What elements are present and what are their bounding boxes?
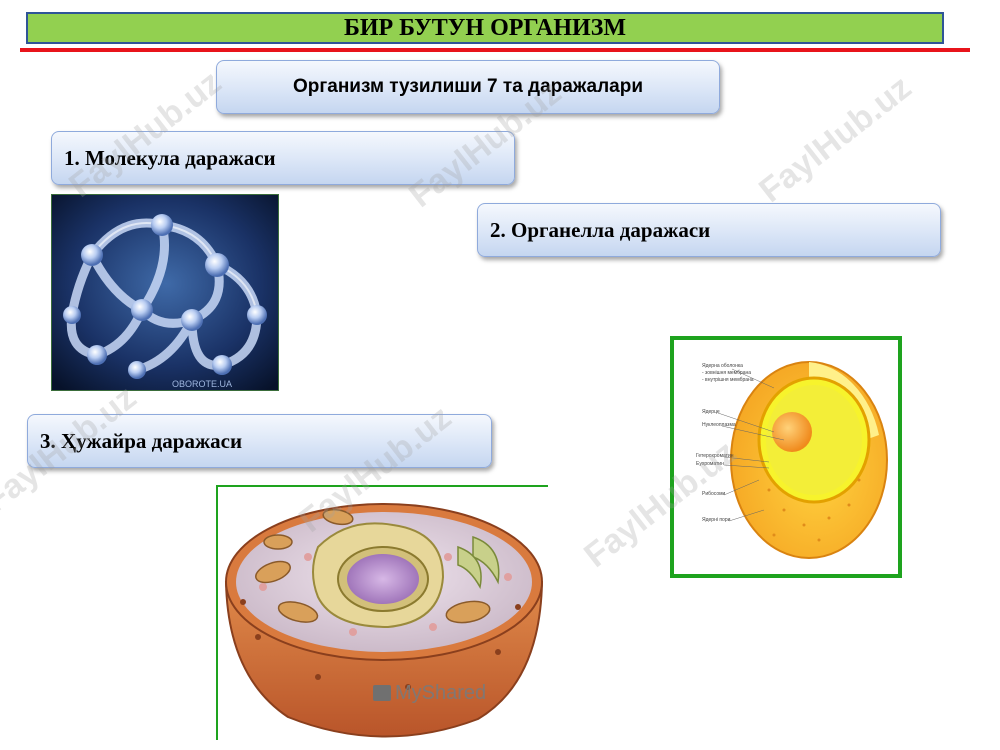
level-1-box: 1. Молекула даражаси xyxy=(51,131,515,185)
level-1-label: 1. Молекула даражаси xyxy=(64,145,276,170)
label-ribosomes: Рибосоми xyxy=(702,491,726,497)
myshared-logo: MyShared xyxy=(373,682,486,704)
level-2-label: 2. Органелла даражаси xyxy=(490,217,711,242)
myshared-watermark: MyShared xyxy=(395,682,486,704)
molecule-image: OBOROTE.UA xyxy=(51,194,279,391)
label-euchromatin: Еухроматин xyxy=(696,461,724,467)
cell-3d-illustration: MyShared xyxy=(216,485,548,740)
label-outer-membrane: - зовнішня мембрана xyxy=(702,370,751,376)
subtitle-text: Организм тузилиши 7 та даражалари xyxy=(292,76,644,97)
level-3-box: 3. Ҳужайра даражаси xyxy=(27,414,492,468)
title-underline xyxy=(20,48,970,52)
cell-nucleus-diagram: Ядерна оболонка - зовнішня мембрана - вн… xyxy=(670,336,902,578)
label-heterochromatin: Гетерохроматин xyxy=(696,453,734,459)
label-nucleolus: Ядерце xyxy=(702,409,720,415)
label-nucleoplasm: Нуклеоплазма xyxy=(702,422,736,428)
slide-title: БИР БУТУН ОРГАНИЗМ xyxy=(26,12,944,44)
level-2-box: 2. Органелла даражаси xyxy=(477,203,941,257)
molecule-caption: OBOROTE.UA xyxy=(172,379,232,389)
level-3-label: 3. Ҳужайра даражаси xyxy=(40,428,243,453)
label-nuclear-envelope: Ядерна оболонка xyxy=(702,363,743,369)
watermark-3: FaylHub.uz xyxy=(752,68,919,210)
label-inner-membrane: - внутрішня мембрана xyxy=(702,377,754,383)
label-nuclear-pores: Ядерні пори xyxy=(702,517,731,523)
subtitle-box: Организм тузилиши 7 та даражалари xyxy=(216,60,720,114)
